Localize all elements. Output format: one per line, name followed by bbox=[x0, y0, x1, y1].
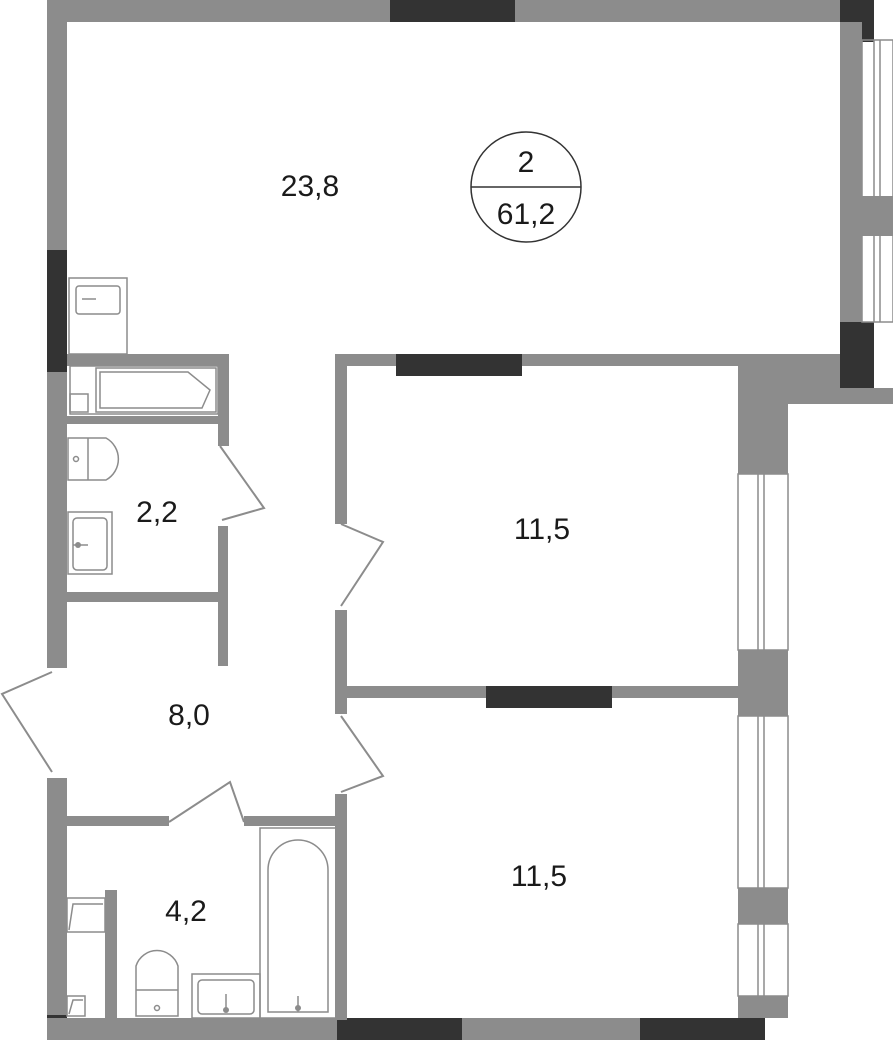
door-bedroom-top bbox=[340, 523, 385, 607]
toilet-large bbox=[135, 949, 179, 1017]
bottom-window-2 bbox=[640, 1018, 765, 1040]
bathtub-small bbox=[95, 367, 217, 413]
total-area: 61,2 bbox=[497, 198, 555, 231]
toilet-small bbox=[67, 437, 120, 481]
kitchen-counter bbox=[68, 277, 128, 355]
rooms-count: 2 bbox=[518, 146, 535, 179]
fixtures bbox=[66, 277, 337, 1019]
sink-small bbox=[67, 511, 113, 575]
doors bbox=[0, 445, 385, 823]
top-window bbox=[390, 0, 515, 22]
door-bedroom-bottom bbox=[340, 715, 385, 793]
area-bedroom-bottom: 11,5 bbox=[511, 860, 567, 893]
door-bath-large bbox=[168, 780, 245, 823]
outer-walls bbox=[47, 0, 893, 1040]
bottom-window-1 bbox=[337, 1018, 462, 1040]
area-bath-small: 2,2 bbox=[136, 496, 178, 529]
bathtub-large bbox=[259, 827, 337, 1019]
washer bbox=[66, 897, 106, 933]
right-windows bbox=[737, 39, 893, 997]
area-hall: 8,0 bbox=[168, 699, 210, 732]
area-living: 23,8 bbox=[281, 170, 339, 203]
room-labels: 23,8 2,2 8,0 11,5 11,5 4,2 bbox=[136, 170, 570, 928]
interior-walls bbox=[67, 354, 738, 1020]
door-bath-small bbox=[219, 445, 266, 521]
area-bath-large: 4,2 bbox=[165, 895, 207, 928]
kitchen-sink bbox=[75, 285, 121, 315]
door-entrance bbox=[0, 671, 53, 773]
area-bedroom-top: 11,5 bbox=[514, 513, 570, 546]
apartment-badge: 2 61,2 bbox=[470, 131, 582, 243]
left-window bbox=[47, 250, 67, 372]
